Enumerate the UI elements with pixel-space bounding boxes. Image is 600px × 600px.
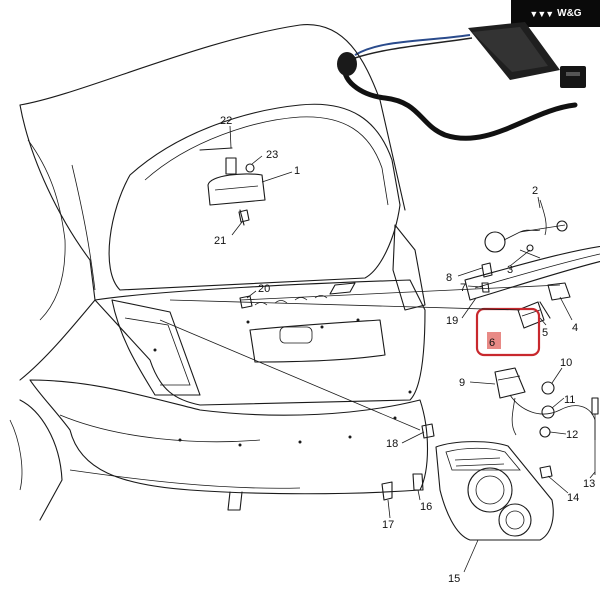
part-2-3-19	[464, 199, 600, 301]
part-4-5-6	[517, 282, 571, 329]
brand-text: W&G	[557, 8, 582, 19]
wing-logo-icon: ▼▼▼	[529, 8, 554, 19]
brand-badge: ▼▼▼ W&G	[511, 0, 600, 27]
connector-plug-icon	[560, 66, 586, 88]
callout-13: 13	[583, 478, 595, 490]
part-9-13	[494, 367, 599, 475]
callout-10: 10	[560, 357, 572, 369]
callout-2: 2	[532, 185, 538, 197]
callout-1: 1	[294, 165, 300, 177]
callout-20: 20	[258, 283, 270, 295]
callout-16: 16	[420, 501, 432, 513]
callout-labels: 1 2 3 4 5 6 7 8 9 10 11 12 13 14 15 16 1…	[214, 115, 595, 585]
harness-photo	[337, 22, 586, 141]
callout-12: 12	[566, 429, 578, 441]
callout-19: 19	[446, 315, 458, 327]
callout-7: 7	[460, 282, 466, 294]
callout-9: 9	[459, 377, 465, 389]
highlight-label-bg	[487, 332, 501, 349]
callout-11: 11	[564, 394, 575, 406]
callout-4: 4	[572, 322, 578, 334]
callout-23: 23	[266, 149, 278, 161]
callout-3: 3	[507, 264, 513, 276]
callout-14: 14	[567, 492, 579, 504]
callout-8: 8	[446, 272, 452, 284]
leader-lines	[159, 125, 596, 573]
callout-15: 15	[448, 573, 460, 585]
callout-6: 6	[489, 337, 495, 349]
callout-5: 5	[542, 327, 548, 339]
callout-21: 21	[214, 235, 226, 247]
callout-17: 17	[382, 519, 394, 531]
car-rear-body	[9, 24, 429, 521]
highlight-box-part-6	[475, 307, 541, 357]
grommet-icon	[337, 52, 357, 76]
part-22-23-1	[199, 147, 266, 226]
part-15-lamp	[435, 441, 554, 541]
callout-18: 18	[386, 438, 398, 450]
callout-22: 22	[220, 115, 232, 127]
body-dots	[153, 318, 412, 447]
